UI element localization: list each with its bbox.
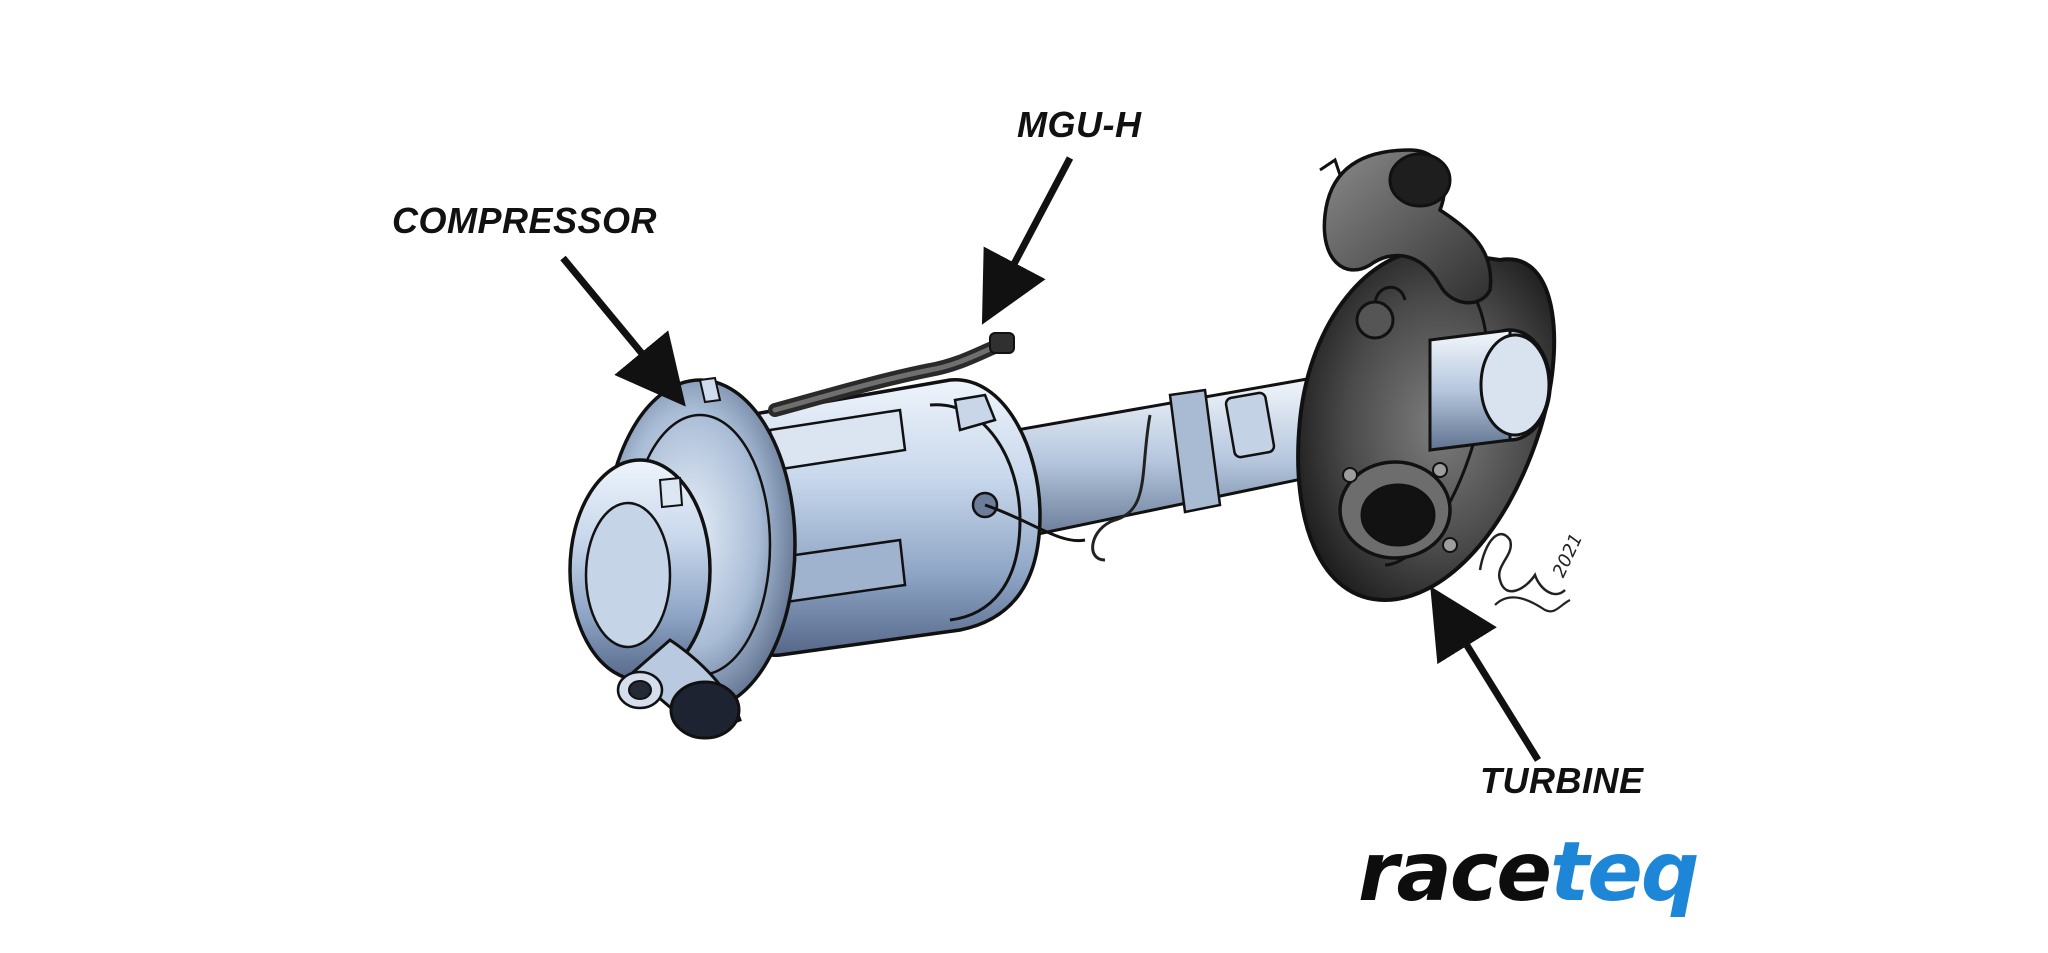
logo-part-race: race	[1358, 825, 1552, 920]
mgu-h-arrow	[981, 156, 1074, 325]
shaft-housing	[958, 373, 1347, 562]
callout-arrows	[560, 156, 1541, 762]
turbine-label: TURBINE	[1480, 760, 1644, 801]
compressor-housing	[568, 376, 797, 740]
raceteq-logo: raceteq	[1358, 832, 1700, 914]
mgu-h-label: MGU-H	[1017, 104, 1142, 145]
logo-part-teq: teq	[1550, 825, 1700, 920]
turbine-housing	[1296, 148, 1557, 603]
turbine-arrow	[1430, 586, 1541, 762]
compressor-label: COMPRESSOR	[392, 200, 658, 241]
compressor-arrow	[560, 255, 686, 407]
artist-signature	[1478, 533, 1571, 613]
